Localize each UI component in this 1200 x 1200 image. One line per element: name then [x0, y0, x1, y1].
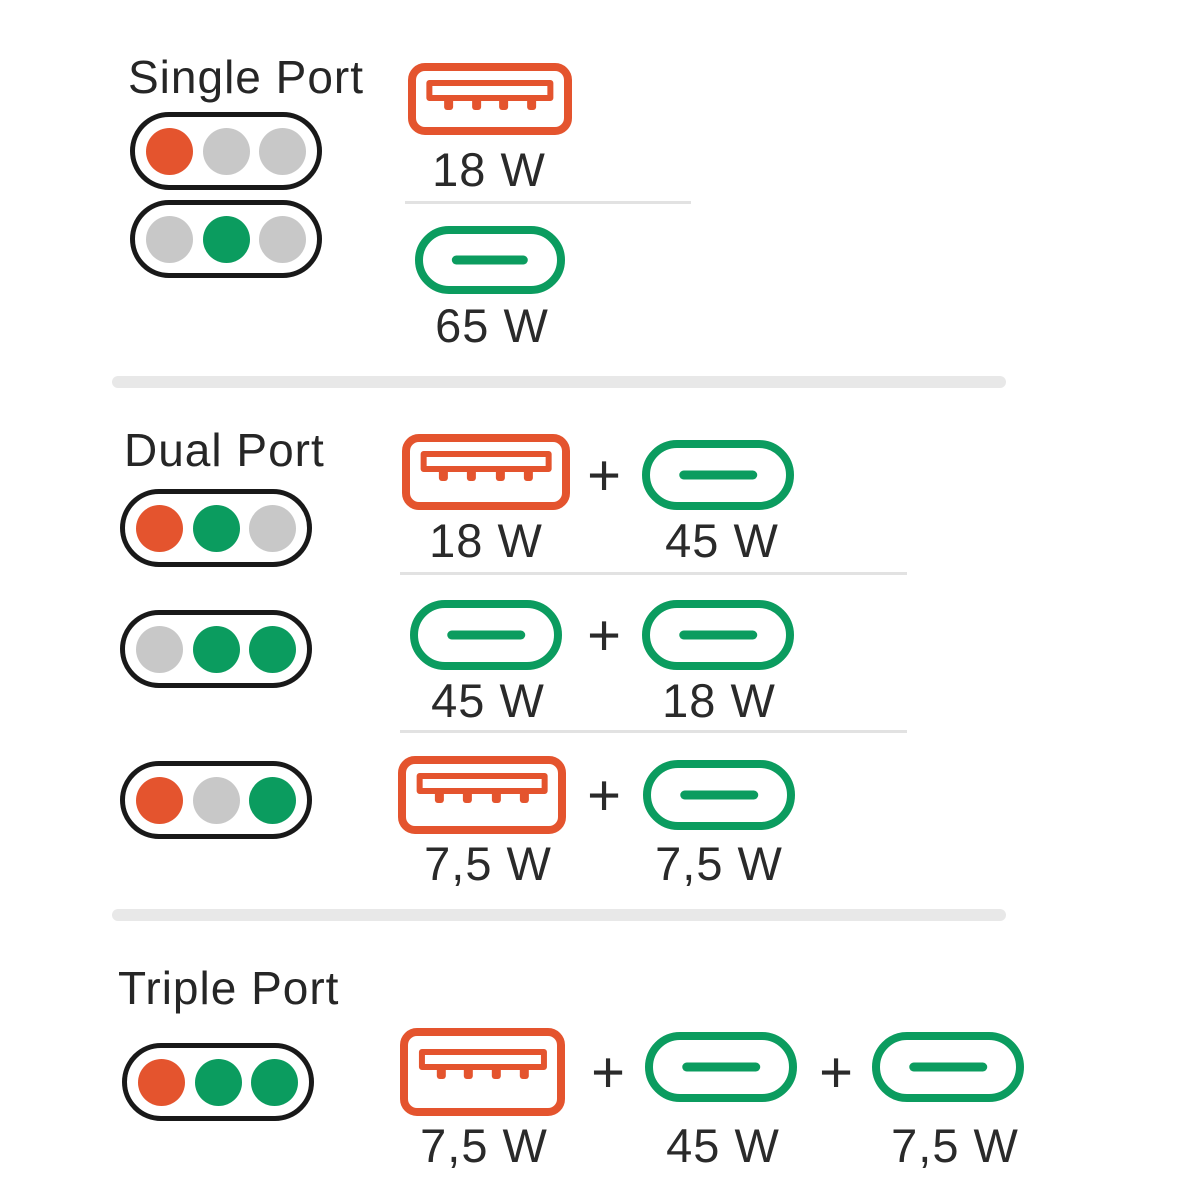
usb-c-bar: [451, 255, 529, 265]
usb-c-port-icon: [410, 600, 562, 670]
plus-sign: +: [591, 1040, 625, 1105]
wattage-label: 45 W: [666, 1119, 780, 1172]
section-title-dual-port: Dual Port: [124, 424, 325, 476]
port-dot: [249, 776, 296, 824]
usb-a-pins: [434, 793, 530, 803]
port-dot: [192, 504, 240, 552]
row-divider: [400, 572, 907, 575]
port-status-indicator: [122, 1043, 314, 1121]
plus-sign: +: [587, 443, 621, 508]
plus-sign: +: [587, 603, 621, 668]
section-title-single-port: Single Port: [128, 51, 365, 103]
port-status-indicator: [120, 761, 312, 839]
port-status-indicator: [130, 112, 322, 190]
wattage-label: 45 W: [665, 514, 779, 567]
port-dot: [259, 215, 306, 263]
usb-a-slot: [418, 1049, 547, 1070]
usb-a-pins: [436, 1069, 529, 1079]
port-dot: [249, 625, 296, 673]
section-title-triple-port: Triple Port: [118, 962, 340, 1014]
port-dot: [249, 504, 296, 552]
usb-c-port-icon: [872, 1032, 1024, 1102]
usb-a-port-icon: [408, 63, 572, 135]
usb-c-port-icon: [643, 760, 795, 830]
wattage-label: 45 W: [431, 674, 545, 727]
usb-a-slot: [420, 451, 552, 472]
wattage-label: 7,5 W: [424, 837, 552, 890]
port-dot: [194, 1058, 242, 1106]
port-dot: [136, 504, 183, 552]
port-dot: [146, 215, 193, 263]
usb-c-bar: [679, 630, 757, 640]
usb-a-pins: [444, 100, 536, 110]
row-divider: [405, 201, 691, 204]
usb-a-slot: [426, 80, 554, 101]
usb-a-port-icon: [402, 434, 570, 510]
row-divider: [400, 730, 907, 733]
port-status-indicator: [120, 489, 312, 567]
port-dot: [251, 1058, 298, 1106]
plus-sign: +: [587, 763, 621, 828]
port-status-indicator: [130, 200, 322, 278]
usb-c-bar: [682, 1062, 760, 1072]
usb-c-bar: [447, 630, 525, 640]
usb-c-bar: [909, 1062, 987, 1072]
port-dot: [192, 776, 240, 824]
port-dot: [146, 127, 193, 175]
port-dot: [138, 1058, 185, 1106]
wattage-label: 7,5 W: [891, 1119, 1019, 1172]
usb-c-port-icon: [642, 600, 794, 670]
port-dot: [202, 215, 250, 263]
wattage-label: 18 W: [429, 514, 543, 567]
usb-a-port-icon: [398, 756, 566, 834]
port-dot: [192, 625, 240, 673]
wattage-label: 65 W: [435, 299, 549, 352]
port-dot: [136, 776, 183, 824]
port-status-indicator: [120, 610, 312, 688]
section-divider: [112, 376, 1006, 388]
section-divider: [112, 909, 1006, 921]
wattage-label: 7,5 W: [420, 1119, 548, 1172]
usb-a-pins: [438, 471, 534, 481]
port-dot: [136, 625, 183, 673]
usb-c-port-icon: [642, 440, 794, 510]
usb-a-port-icon: [400, 1028, 565, 1116]
wattage-label: 18 W: [432, 143, 546, 196]
usb-c-port-icon: [645, 1032, 797, 1102]
usb-c-bar: [679, 470, 757, 480]
wattage-label: 7,5 W: [655, 837, 783, 890]
usb-a-slot: [416, 773, 548, 794]
port-dot: [259, 127, 306, 175]
wattage-label: 18 W: [662, 674, 776, 727]
port-dot: [202, 127, 250, 175]
usb-c-port-icon: [415, 226, 565, 294]
usb-c-bar: [680, 790, 758, 800]
plus-sign: +: [819, 1040, 853, 1105]
